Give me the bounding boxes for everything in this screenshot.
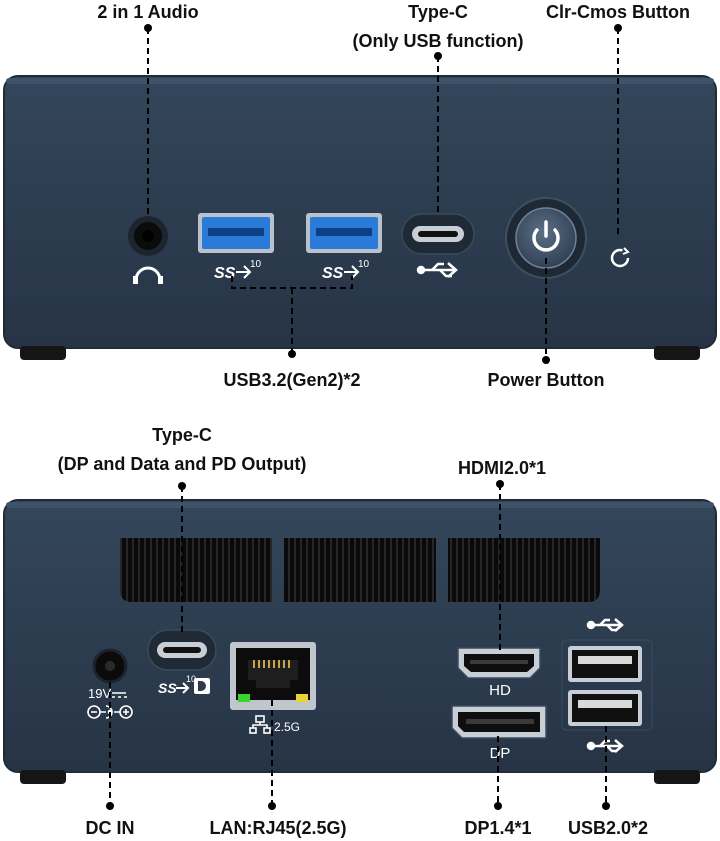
- usb20-port-1[interactable]: [568, 646, 642, 682]
- superspeed-dp-icon: SS 10: [158, 674, 210, 696]
- back-typec-port[interactable]: [147, 629, 217, 671]
- ss-gen-text: 10: [186, 674, 196, 684]
- ss-logo-text: SS: [158, 680, 177, 696]
- usb-icon-top: [586, 618, 624, 632]
- back-panel: 19V SS 10: [3, 499, 717, 784]
- dp-label: DP1.4*1: [464, 818, 532, 838]
- lan-link-led: [238, 694, 250, 702]
- front-typec-subtitle: (Only USB function): [352, 31, 524, 51]
- ss-gen-text: 10: [250, 259, 262, 270]
- back-leader-lines: [109, 484, 607, 806]
- back-foot-left: [20, 770, 66, 784]
- lan-rj45-port[interactable]: [230, 642, 316, 710]
- front-top-edge: [6, 78, 714, 84]
- front-foot-left: [20, 346, 66, 360]
- usb20-label: USB2.0*2: [567, 818, 649, 838]
- power-button-label: Power Button: [487, 370, 605, 390]
- superspeed-icon-1: SS 10: [214, 259, 262, 282]
- back-top-edge: [6, 502, 714, 508]
- audio-jack[interactable]: [128, 216, 168, 256]
- power-icon: [532, 220, 560, 252]
- front-leader-dots: [144, 24, 622, 364]
- dp-text: DP: [490, 745, 511, 762]
- back-typec-title: Type-C: [152, 425, 212, 445]
- ss-gen-text: 10: [358, 259, 370, 270]
- back-typec-subtitle: (DP and Data and PD Output): [57, 454, 307, 474]
- vent-left: [120, 538, 272, 602]
- usb20-port-2[interactable]: [568, 690, 642, 726]
- back-leader-dots: [106, 480, 610, 810]
- voltage-text: 19V: [88, 686, 111, 701]
- headset-icon: [133, 266, 163, 284]
- lan-speed-text: 2.5G: [274, 720, 300, 734]
- front-foot-right: [654, 346, 700, 360]
- usb32-label: USB3.2(Gen2)*2: [223, 370, 361, 390]
- usb32-port-2[interactable]: [306, 213, 382, 253]
- dc-in-label: DC IN: [85, 818, 135, 838]
- dc-in-jack[interactable]: [92, 648, 128, 684]
- power-button[interactable]: [505, 197, 587, 279]
- hdmi-port[interactable]: [457, 647, 541, 679]
- front-typec-title: Type-C: [408, 2, 468, 22]
- superspeed-icon-2: SS 10: [322, 259, 370, 282]
- lan-activity-led: [296, 694, 308, 702]
- back-foot-right: [654, 770, 700, 784]
- usb32-port-1[interactable]: [198, 213, 274, 253]
- audio-label: 2 in 1 Audio: [97, 2, 199, 22]
- front-panel: SS 10 SS 10: [3, 75, 717, 360]
- ss-logo-text: SS: [214, 265, 236, 282]
- front-typec-port[interactable]: [401, 213, 475, 255]
- usb-trident-icon: [416, 262, 458, 278]
- vent-center: [284, 538, 436, 602]
- clr-cmos-button[interactable]: [610, 247, 630, 268]
- front-leader-lines: [147, 28, 619, 360]
- network-icon: [249, 715, 271, 734]
- dc-polarity-icon: [87, 692, 133, 719]
- front-chassis: [3, 75, 717, 349]
- clr-cmos-label: Clr-Cmos Button: [546, 2, 690, 22]
- lan-label: LAN:RJ45(2.5G): [209, 818, 347, 838]
- displayport-port[interactable]: [451, 705, 547, 739]
- hdmi-label: HDMI2.0*1: [457, 458, 547, 478]
- ss-logo-text: SS: [322, 265, 344, 282]
- hd-text: HD: [489, 682, 511, 699]
- vent-right: [448, 538, 600, 602]
